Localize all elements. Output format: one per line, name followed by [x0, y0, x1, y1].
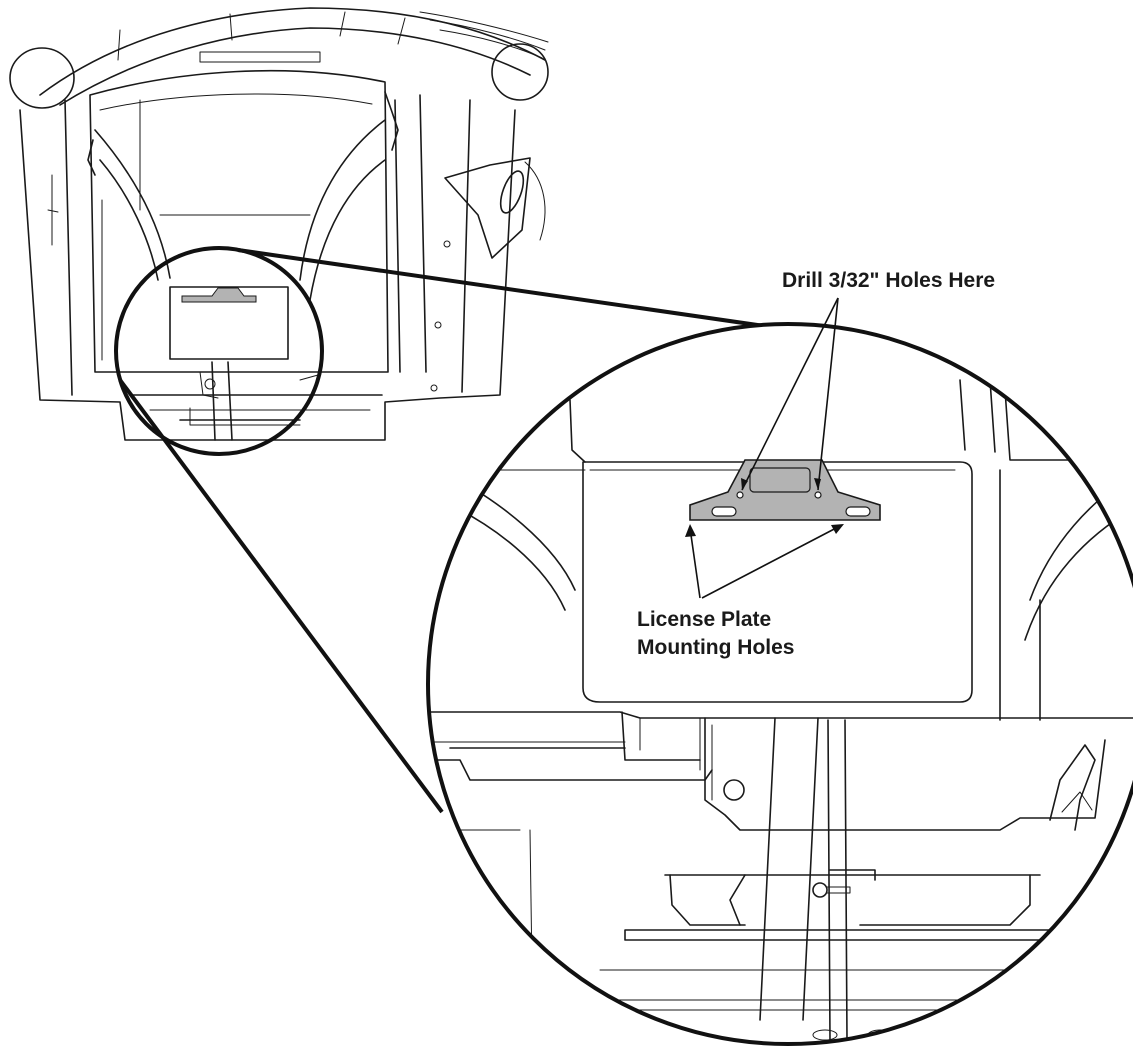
plate-label-line1: License Plate — [637, 608, 771, 631]
plate-label-line2: Mounting Holes — [637, 636, 794, 659]
zoom-connector-upper — [237, 248, 793, 332]
drill-label: Drill 3/32" Holes Here — [782, 269, 995, 292]
zoom-connector-lower — [118, 378, 444, 814]
plate-slot-right — [845, 506, 871, 517]
magnified-detail-circle — [426, 322, 1133, 1046]
drill-callout: Drill 3/32" Holes Here — [741, 269, 995, 491]
plate-holes-callout: License Plate Mounting Holes — [637, 524, 844, 659]
plate-slot-left — [711, 506, 737, 517]
drill-hole-left — [736, 491, 744, 499]
zoom-source-circle — [114, 246, 324, 456]
drill-hole-right — [814, 491, 822, 499]
overview-hopper-drawing — [9, 7, 549, 441]
magnified-detail-drawing — [428, 324, 1133, 1044]
